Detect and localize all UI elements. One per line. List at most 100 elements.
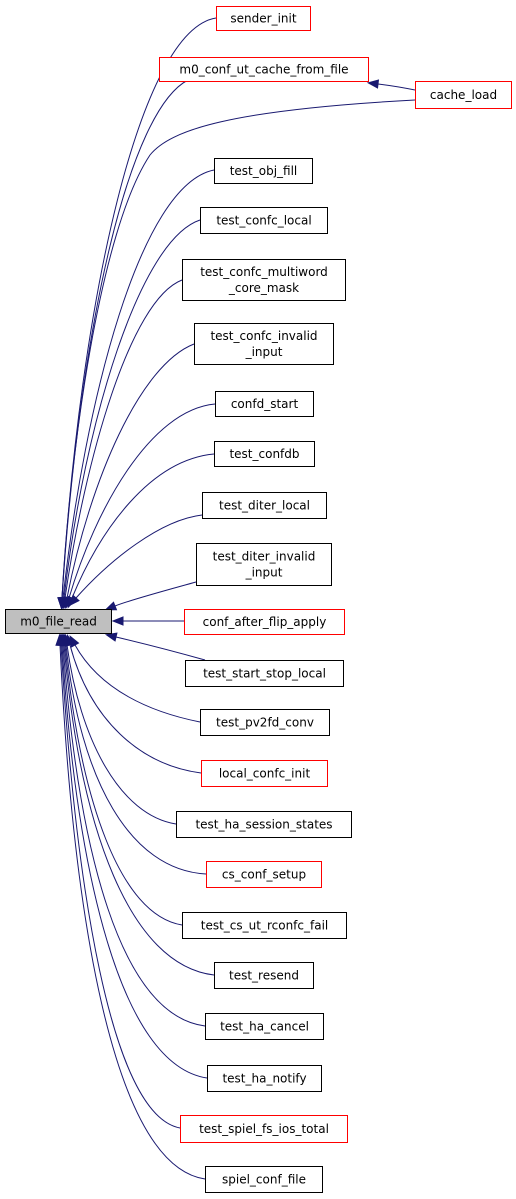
edge-line: [65, 644, 207, 875]
node-cs_conf_setup[interactable]: cs_conf_setup: [206, 861, 322, 888]
node-label: test_diter_local: [219, 499, 310, 513]
edge-local_confc_init-to-m0_file_read: [65, 634, 202, 774]
edge-line: [74, 644, 201, 723]
node-box: [201, 760, 328, 787]
node-box: [415, 81, 512, 109]
node-box: [200, 207, 328, 234]
edge-line: [61, 17, 217, 599]
edge-test_start_stop_local-to-m0_file_read: [104, 632, 206, 661]
node-test_spiel_fs_ios_total[interactable]: test_spiel_fs_ios_total: [180, 1115, 348, 1143]
edge-line: [75, 514, 203, 599]
node-m0_file_read[interactable]: m0_file_read: [5, 609, 112, 634]
node-label: test_spiel_fs_ios_total: [199, 1122, 329, 1136]
arrowhead-icon: [68, 594, 80, 607]
node-conf_after_flip_apply[interactable]: conf_after_flip_apply: [184, 609, 345, 635]
node-box: [176, 811, 352, 838]
node-label: test_diter_invalid: [213, 550, 316, 564]
node-label: test_ha_notify: [222, 1072, 306, 1086]
node-test_diter_local[interactable]: test_diter_local: [202, 492, 327, 519]
node-test_ha_notify[interactable]: test_ha_notify: [207, 1065, 322, 1092]
edge-sender_init-to-m0_file_read: [57, 17, 217, 610]
node-label: sender_init: [230, 12, 296, 26]
node-box: [205, 1166, 323, 1193]
node-box: [196, 543, 332, 586]
node-box: [215, 391, 314, 417]
node-box: [159, 57, 369, 82]
node-label: test_ha_cancel: [220, 1020, 309, 1034]
node-test_obj_fill[interactable]: test_obj_fill: [214, 158, 313, 184]
node-label: test_cs_ut_rconfc_fail: [201, 919, 329, 933]
edge-line: [69, 644, 202, 774]
node-box: [216, 6, 311, 31]
node-box: [214, 441, 315, 467]
edge-test_diter_local-to-m0_file_read: [68, 514, 203, 607]
edge-confd_start-to-m0_file_read: [64, 403, 216, 609]
node-cache_load[interactable]: cache_load: [415, 81, 512, 109]
arrowhead-icon: [104, 632, 118, 642]
node-box: [185, 660, 344, 687]
edge-test_diter_invalid_input-to-m0_file_read: [104, 581, 197, 611]
edge-m0_conf_ut_cache_from_file-to-m0_file_read: [57, 79, 189, 610]
node-test_start_stop_local[interactable]: test_start_stop_local: [185, 660, 344, 687]
node-test_diter_invalid_input[interactable]: test_diter_invalid _input: [196, 543, 332, 586]
node-m0_conf_ut_cache_from_file[interactable]: m0_conf_ut_cache_from_file: [159, 57, 369, 82]
edge-line: [62, 644, 206, 1027]
node-box: [194, 323, 334, 365]
node-box: [184, 609, 345, 635]
node-box: [5, 609, 112, 634]
node-test_cs_ut_rconfc_fail[interactable]: test_cs_ut_rconfc_fail: [182, 912, 347, 939]
edge-line: [63, 219, 201, 599]
node-box: [206, 861, 322, 888]
node-label: test_obj_fill: [230, 164, 298, 178]
node-test_confc_local[interactable]: test_confc_local: [200, 207, 328, 234]
node-local_confc_init[interactable]: local_confc_init: [201, 760, 328, 787]
edges-layer: [55, 17, 416, 1180]
node-test_pv2fd_conv[interactable]: test_pv2fd_conv: [200, 709, 330, 736]
node-label: m0_file_read: [20, 615, 97, 629]
node-box: [214, 158, 313, 184]
edge-spiel_conf_file-to-m0_file_read: [55, 633, 206, 1180]
node-confd_start[interactable]: confd_start: [215, 391, 314, 417]
edge-line: [68, 403, 216, 599]
node-label: test_start_stop_local: [203, 667, 326, 681]
node-sender_init[interactable]: sender_init: [216, 6, 311, 31]
node-test_ha_cancel[interactable]: test_ha_cancel: [205, 1013, 324, 1040]
node-label: confd_start: [231, 397, 299, 411]
arrowhead-icon: [104, 601, 118, 611]
nodes-layer: m0_file_read sender_init m0_conf_ut_cache_…: [5, 6, 512, 1193]
node-test_resend[interactable]: test_resend: [214, 962, 314, 989]
edge-line: [64, 644, 183, 926]
node-label: test_pv2fd_conv: [216, 716, 314, 730]
edge-line: [66, 343, 195, 599]
node-label: test_confdb: [229, 447, 299, 461]
node-box: [182, 912, 347, 939]
node-label: test_confc_multiword: [200, 265, 328, 279]
node-spiel_conf_file[interactable]: spiel_conf_file: [205, 1166, 323, 1193]
node-label: _core_mask: [228, 281, 299, 295]
node-box: [214, 962, 314, 989]
arrowhead-icon: [111, 616, 124, 626]
node-label: cache_load: [430, 88, 497, 102]
edge-test_ha_session_states-to-m0_file_read: [62, 633, 177, 825]
node-box: [202, 492, 327, 519]
node-test_confdb[interactable]: test_confdb: [214, 441, 315, 467]
node-box: [182, 259, 346, 301]
arrowhead-icon: [366, 79, 380, 89]
edge-test_cs_ut_rconfc_fail-to-m0_file_read: [60, 633, 183, 926]
node-test_confc_multiword_core_mask[interactable]: test_confc_multiword _core_mask: [182, 259, 346, 301]
node-label: test_ha_session_states: [195, 818, 332, 832]
node-box: [200, 709, 330, 736]
arrowhead-icon: [55, 633, 65, 646]
node-label: cs_conf_setup: [222, 868, 306, 882]
node-label: local_confc_init: [219, 767, 311, 781]
edge-test_confdb-to-m0_file_read: [67, 453, 215, 609]
edge-test_pv2fd_conv-to-m0_file_read: [69, 635, 201, 723]
edge-cache_load-to-m0_conf_ut_cache_from_file: [366, 79, 416, 91]
node-test_ha_session_states[interactable]: test_ha_session_states: [176, 811, 352, 838]
node-test_confc_invalid_input[interactable]: test_confc_invalid_input: [194, 323, 334, 365]
node-label: test_resend: [229, 969, 299, 983]
edge-line: [64, 279, 183, 599]
node-label: conf_after_flip_apply: [203, 615, 327, 629]
node-label: _input: [245, 566, 283, 580]
edge-line: [60, 644, 181, 1129]
